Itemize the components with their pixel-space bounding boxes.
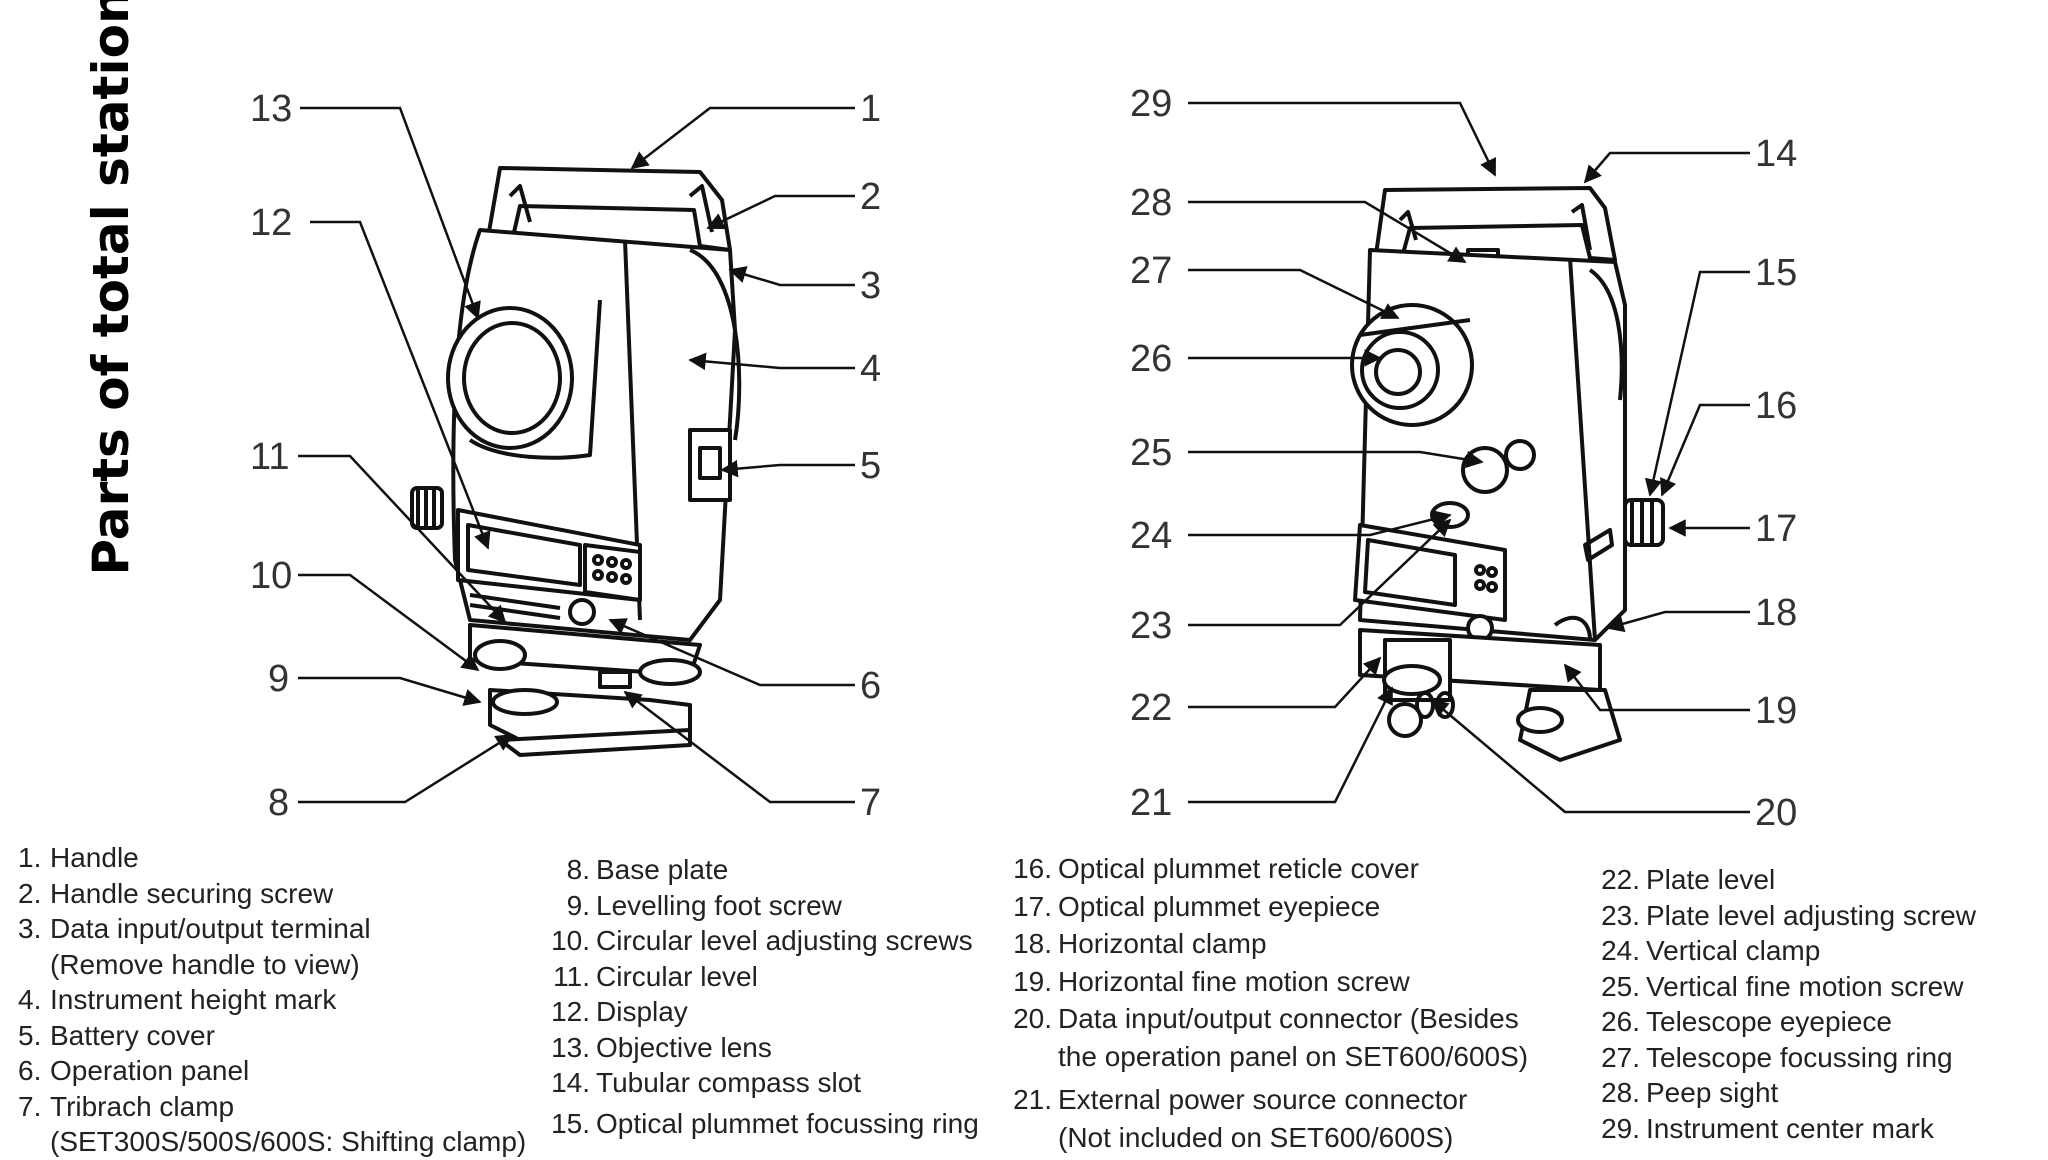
callout-7: 7 xyxy=(860,782,881,824)
legend-item: 11.Circular level xyxy=(553,960,758,992)
callout-21: 21 xyxy=(1130,782,1172,824)
legend-item: 8.Base plate xyxy=(566,854,729,885)
legend-item: 19.Horizontal fine motion screw xyxy=(1013,965,1410,997)
legend-item: 28.Peep sight xyxy=(1601,1077,1779,1108)
legend-item: 1.Handle xyxy=(18,842,139,873)
back-leader-lines xyxy=(1188,101,1750,814)
callout-11: 11 xyxy=(250,436,289,478)
callout-19: 19 xyxy=(1755,690,1797,732)
legend-item: 16.Optical plummet reticle cover xyxy=(1013,853,1420,884)
callout-3: 3 xyxy=(860,265,881,307)
callout-8: 8 xyxy=(268,782,289,824)
legend-item: 24.Vertical clamp xyxy=(1601,935,1821,966)
legend-item: 26.Telescope eyepiece xyxy=(1601,1006,1892,1037)
callout-25: 25 xyxy=(1130,432,1172,474)
callout-13: 13 xyxy=(250,88,292,130)
legend-item: 23.Plate level adjusting screw xyxy=(1601,899,1976,931)
legend-item: 12.Display xyxy=(551,996,688,1027)
callout-29: 29 xyxy=(1130,83,1172,125)
legend-item: 5.Battery cover xyxy=(18,1019,215,1051)
callout-16: 16 xyxy=(1755,385,1797,427)
callout-17: 17 xyxy=(1755,508,1797,550)
legend-item: 2.Handle securing screw xyxy=(18,877,334,909)
back-instrument-illustration xyxy=(1350,186,1665,762)
legend-item: 18.Horizontal clamp xyxy=(1013,928,1267,959)
legend-column-4: 22.Plate level 23.Plate level adjusting … xyxy=(1590,862,1976,1146)
legend-item: 10.Circular level adjusting screws xyxy=(551,925,973,956)
callout-2: 2 xyxy=(860,176,881,218)
legend-column-2: 8.Base plate 9.Levelling foot screw 10.C… xyxy=(540,852,979,1141)
callout-20: 20 xyxy=(1755,792,1797,834)
legend-item-continuation: (Remove handle to view) xyxy=(50,948,360,980)
callout-12: 12 xyxy=(250,202,292,244)
callout-9: 9 xyxy=(268,658,289,700)
legend-item: 6.Operation panel xyxy=(18,1055,250,1086)
legend-item-continuation: the operation panel on SET600/600S) xyxy=(1058,1040,1529,1072)
legend-item: 13.Objective lens xyxy=(551,1031,772,1063)
legend-item: 17.Optical plummet eyepiece xyxy=(1013,890,1381,922)
legend-item: 3.Data input/output terminal xyxy=(18,913,371,944)
legend-item: 9.Levelling foot screw xyxy=(566,889,842,921)
back-callout-numbers: 29 28 27 26 25 24 23 22 21 14 15 16 17 1… xyxy=(1130,83,1797,834)
callout-22: 22 xyxy=(1130,687,1172,729)
callout-23: 23 xyxy=(1130,605,1172,647)
legend-item: 27.Telescope focussing ring xyxy=(1601,1041,1953,1073)
legend-column-3: 16.Optical plummet reticle cover 17.Opti… xyxy=(1002,850,1528,1156)
front-leader-lines xyxy=(298,106,855,804)
front-instrument-illustration xyxy=(410,166,742,757)
legend-item: 22.Plate level xyxy=(1601,864,1776,895)
callout-1: 1 xyxy=(860,88,881,130)
callout-26: 26 xyxy=(1130,338,1172,380)
callout-18: 18 xyxy=(1755,592,1797,634)
callout-14: 14 xyxy=(1755,133,1797,175)
callout-24: 24 xyxy=(1130,515,1172,557)
legend-item: 29.Instrument center mark xyxy=(1601,1112,1934,1144)
legend-item: 4.Instrument height mark xyxy=(18,984,337,1015)
callout-5: 5 xyxy=(860,445,881,487)
callout-4: 4 xyxy=(860,348,881,390)
front-callout-numbers: 13 12 11 10 9 8 1 2 3 4 5 6 7 xyxy=(250,88,881,824)
legend-item-continuation: (Not included on SET600/600S) xyxy=(1058,1121,1454,1153)
legend-item: 25.Vertical fine motion screw xyxy=(1601,970,1964,1002)
legend-column-1: 1.Handle 2.Handle securing screw 3.Data … xyxy=(18,840,526,1160)
legend-item: 21.External power source connector xyxy=(1013,1084,1468,1115)
callout-27: 27 xyxy=(1130,250,1172,292)
callout-28: 28 xyxy=(1130,182,1172,224)
callout-10: 10 xyxy=(250,555,292,597)
callout-15: 15 xyxy=(1755,252,1797,294)
legend-item: 20.Data input/output connector (Besides xyxy=(1013,1003,1519,1034)
callout-6: 6 xyxy=(860,665,881,707)
legend-item-continuation: (SET300S/500S/600S: Shifting clamp) xyxy=(50,1126,527,1157)
legend-item: 14.Tubular compass slot xyxy=(551,1067,862,1098)
legend-item: 7.Tribrach clamp xyxy=(18,1090,235,1122)
legend-item: 15.Optical plummet focussing ring xyxy=(551,1107,979,1139)
